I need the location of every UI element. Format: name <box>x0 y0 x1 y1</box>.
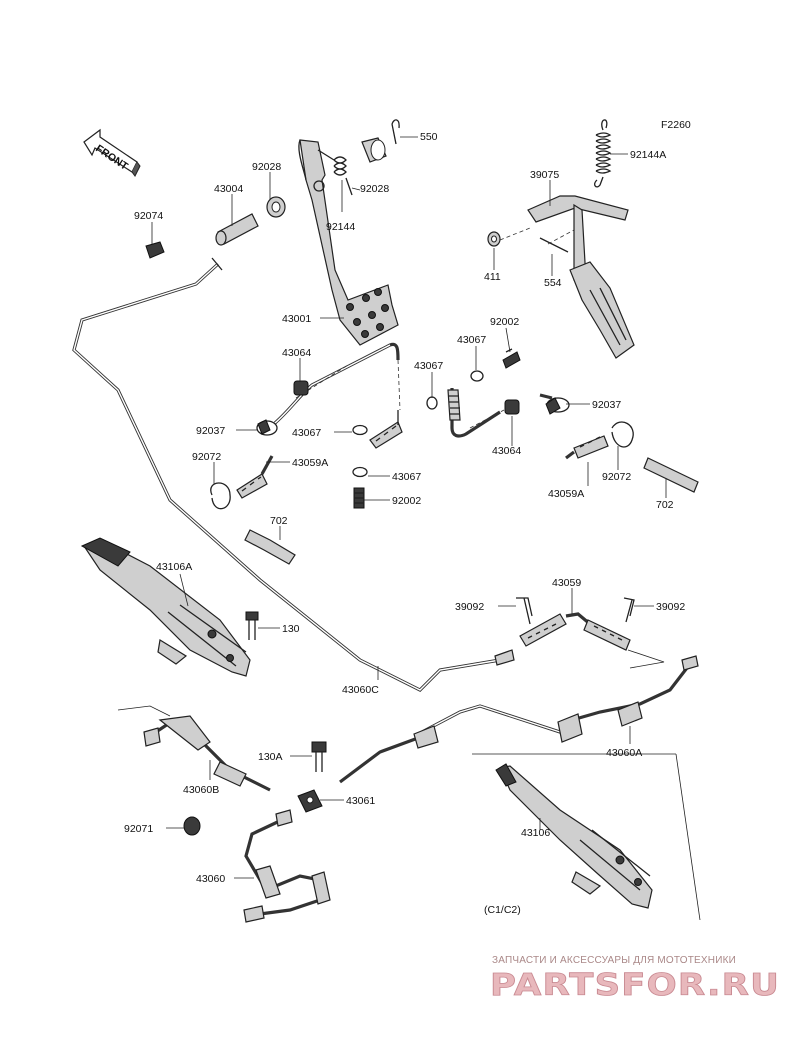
label-43059: 43059 <box>552 577 581 589</box>
label-130: 130 <box>282 623 300 635</box>
washer-43067-center <box>352 424 368 436</box>
clip-39092-right <box>623 597 635 623</box>
bolt-130A <box>311 741 327 772</box>
cable-43060 <box>243 809 331 923</box>
grommet-43064-left <box>293 380 309 396</box>
label-43060A: 43060A <box>606 747 642 759</box>
label-92072-right: 92072 <box>602 471 631 483</box>
label-43004: 43004 <box>214 183 243 195</box>
label-43067-right: 43067 <box>414 360 443 372</box>
label-43106A: 43106A <box>156 561 192 573</box>
label-43064-left: 43064 <box>282 347 311 359</box>
washer-43067-lower <box>352 466 368 478</box>
pin-554 <box>539 237 569 253</box>
bolt-130 <box>245 611 259 640</box>
hose-43059 <box>519 612 631 651</box>
label-411: 411 <box>484 271 501 283</box>
pedal-arm-39075 <box>527 195 635 359</box>
label-92002-upper: 92002 <box>490 316 519 328</box>
label-39092-left: 39092 <box>455 601 484 613</box>
label-702-right: 702 <box>656 499 674 511</box>
pedal-shaft-43004 <box>215 213 259 246</box>
cable-43060C <box>72 257 515 692</box>
cap-92074 <box>145 241 165 259</box>
label-43060C: 43060C <box>342 684 379 696</box>
label-43059A-right: 43059A <box>548 488 584 500</box>
pin-702-right <box>643 457 699 493</box>
label-43059A-left: 43059A <box>292 457 328 469</box>
part-labels: 550 92028 92028 43004 92074 92144 92144A… <box>124 131 685 885</box>
clip-92072-left <box>210 482 231 510</box>
parking-lever-43106A <box>80 537 251 677</box>
label-43060: 43060 <box>196 873 225 885</box>
cable-43060B <box>117 705 271 792</box>
spring-92144A <box>594 119 612 188</box>
washer-43067-right <box>426 396 438 410</box>
grommet-92071 <box>183 816 201 836</box>
block-43061 <box>297 789 323 813</box>
front-arrow-icon: FRONT <box>83 128 141 177</box>
clip-39092-left <box>516 597 533 625</box>
hose-43059A-left <box>236 455 274 499</box>
label-43060B: 43060B <box>183 784 219 796</box>
clip-92072-right <box>611 421 634 448</box>
label-92037-left: 92037 <box>196 425 225 437</box>
label-92072-left: 92072 <box>192 451 221 463</box>
parking-lever-43106 <box>495 763 653 909</box>
label-550: 550 <box>420 131 438 143</box>
collar-92028-right <box>361 137 387 163</box>
label-92144: 92144 <box>326 221 355 233</box>
watermark-caption: ЗАПЧАСТИ И АКСЕССУАРЫ ДЛЯ МОТОТЕХНИКИ <box>492 955 736 966</box>
brake-line-right <box>447 388 553 438</box>
washer-43067-upper <box>470 370 484 382</box>
label-39075: 39075 <box>530 169 559 181</box>
watermark: ЗАПЧАСТИ И АКСЕССУАРЫ ДЛЯ МОТОТЕХНИКИ PA… <box>490 955 780 1003</box>
spring-92144 <box>317 149 353 196</box>
label-554: 554 <box>544 277 562 289</box>
label-92071: 92071 <box>124 823 153 835</box>
variant-note: (C1/C2) <box>484 904 521 916</box>
label-92002-lower: 92002 <box>392 495 421 507</box>
hose-43059A-right <box>565 435 609 460</box>
label-92144A: 92144A <box>630 149 666 161</box>
clamp-92037-left <box>256 419 278 436</box>
label-43067-center: 43067 <box>292 427 321 439</box>
bolt-92002-lower <box>353 487 365 509</box>
brake-pedal <box>298 139 399 346</box>
label-43064-right: 43064 <box>492 445 521 457</box>
pin-550 <box>391 119 400 145</box>
clamp-92037-right <box>545 397 570 415</box>
cable-43060A <box>339 655 699 784</box>
label-43067-upper: 43067 <box>457 334 486 346</box>
label-43106: 43106 <box>521 827 550 839</box>
leader-lines <box>151 136 667 879</box>
label-92028-right: 92028 <box>360 183 389 195</box>
label-130A: 130A <box>258 751 283 763</box>
label-92028-left: 92028 <box>252 161 281 173</box>
brake-line-left <box>273 342 403 449</box>
label-43061: 43061 <box>346 795 375 807</box>
label-702-left: 702 <box>270 515 288 527</box>
label-92037-right: 92037 <box>592 399 621 411</box>
label-39092-right: 39092 <box>656 601 685 613</box>
figure-code: F2260 <box>661 119 691 131</box>
pin-702-left <box>244 529 296 565</box>
bolt-92002-upper <box>502 348 521 369</box>
label-92074: 92074 <box>134 210 163 222</box>
label-43067-lower: 43067 <box>392 471 421 483</box>
watermark-brand: PARTSFOR.RU <box>490 968 780 1003</box>
label-43001: 43001 <box>282 313 311 325</box>
grommet-43064-right <box>504 399 520 415</box>
